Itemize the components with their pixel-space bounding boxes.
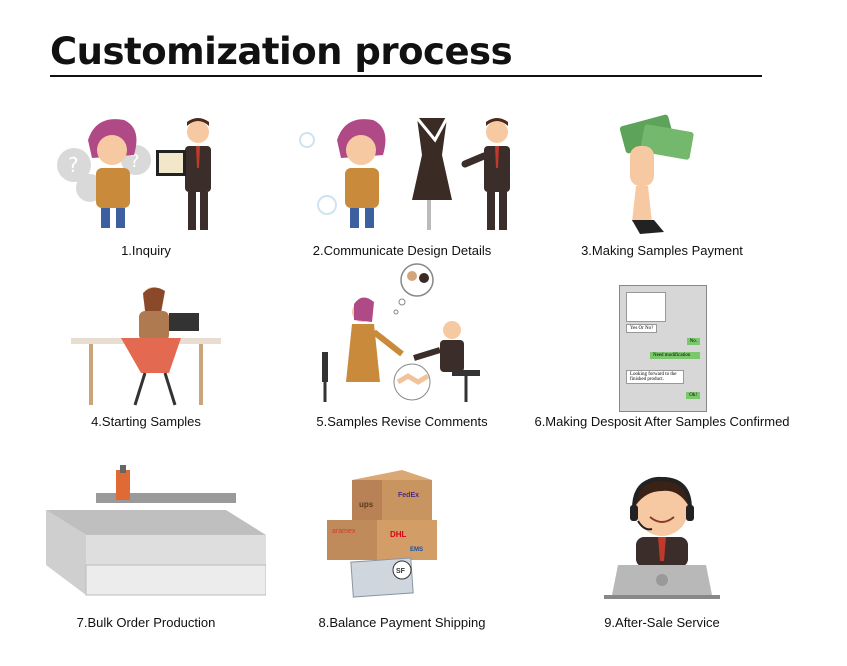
fedex-label: FedEx (398, 492, 419, 499)
step-label: 5.Samples Revise Comments (316, 414, 488, 429)
step-inquiry: ? ? 1.Inquiry (6, 110, 286, 260)
design-discussion-icon (299, 117, 510, 230)
step-label: 2.Communicate Design Details (312, 243, 492, 258)
chat-photo (626, 292, 666, 322)
step-samples-payment: 3.Making Samples Payment (522, 110, 802, 260)
step-bulk-production: 7.Bulk Order Production (6, 465, 286, 630)
step-starting-samples: 4.Starting Samples (6, 283, 286, 433)
step-revise-comments: 5.Samples Revise Comments (262, 262, 542, 429)
support-agent-icon (604, 476, 720, 599)
step-deposit: Yes Or No? No. Need modification Looking… (522, 285, 802, 435)
chat-screen-icon: Yes Or No? No. Need modification Looking… (619, 285, 707, 412)
step-label: 4.Starting Samples (91, 414, 201, 429)
sewing-icon (71, 287, 221, 406)
step-label: 1.Inquiry (121, 243, 171, 258)
cutting-machine-icon (46, 465, 266, 596)
ems-label: EMS (410, 547, 423, 553)
step-label: 8.Balance Payment Shipping (318, 615, 486, 630)
handshake-icon (322, 263, 480, 402)
svg-text:?: ? (68, 153, 79, 177)
ups-label: ups (359, 500, 374, 509)
step-label: 9.After-Sale Service (604, 615, 720, 630)
inquiry-icon: ? ? (57, 118, 211, 230)
page-title: Customization process (50, 30, 513, 73)
chat-bubble: Need modification (650, 352, 700, 359)
title-underline (50, 75, 762, 77)
step-balance-shipping: ups FedEx aramex DHL EMS SF 8.Balance Pa… (262, 465, 542, 630)
chat-bubble: Yes Or No? (626, 324, 658, 333)
chat-bubble: Ok! (686, 392, 700, 399)
dhl-label: DHL (390, 530, 407, 539)
sf-label: SF (396, 568, 406, 575)
aramex-label: aramex (332, 528, 356, 535)
chat-bubble: Looking forward to the finished product. (626, 370, 684, 384)
shipping-boxes-icon: ups FedEx aramex DHL EMS SF (327, 470, 437, 598)
step-label: 7.Bulk Order Production (76, 615, 216, 630)
step-label: 3.Making Samples Payment (581, 243, 743, 258)
step-design-details: 2.Communicate Design Details (262, 110, 542, 260)
step-label: 6.Making Desposit After Samples Confirme… (534, 414, 790, 429)
svg-text:?: ? (130, 151, 140, 172)
step-after-sale: 9.After-Sale Service (522, 465, 802, 630)
money-hand-icon (619, 114, 694, 234)
chat-bubble: No. (686, 338, 700, 345)
